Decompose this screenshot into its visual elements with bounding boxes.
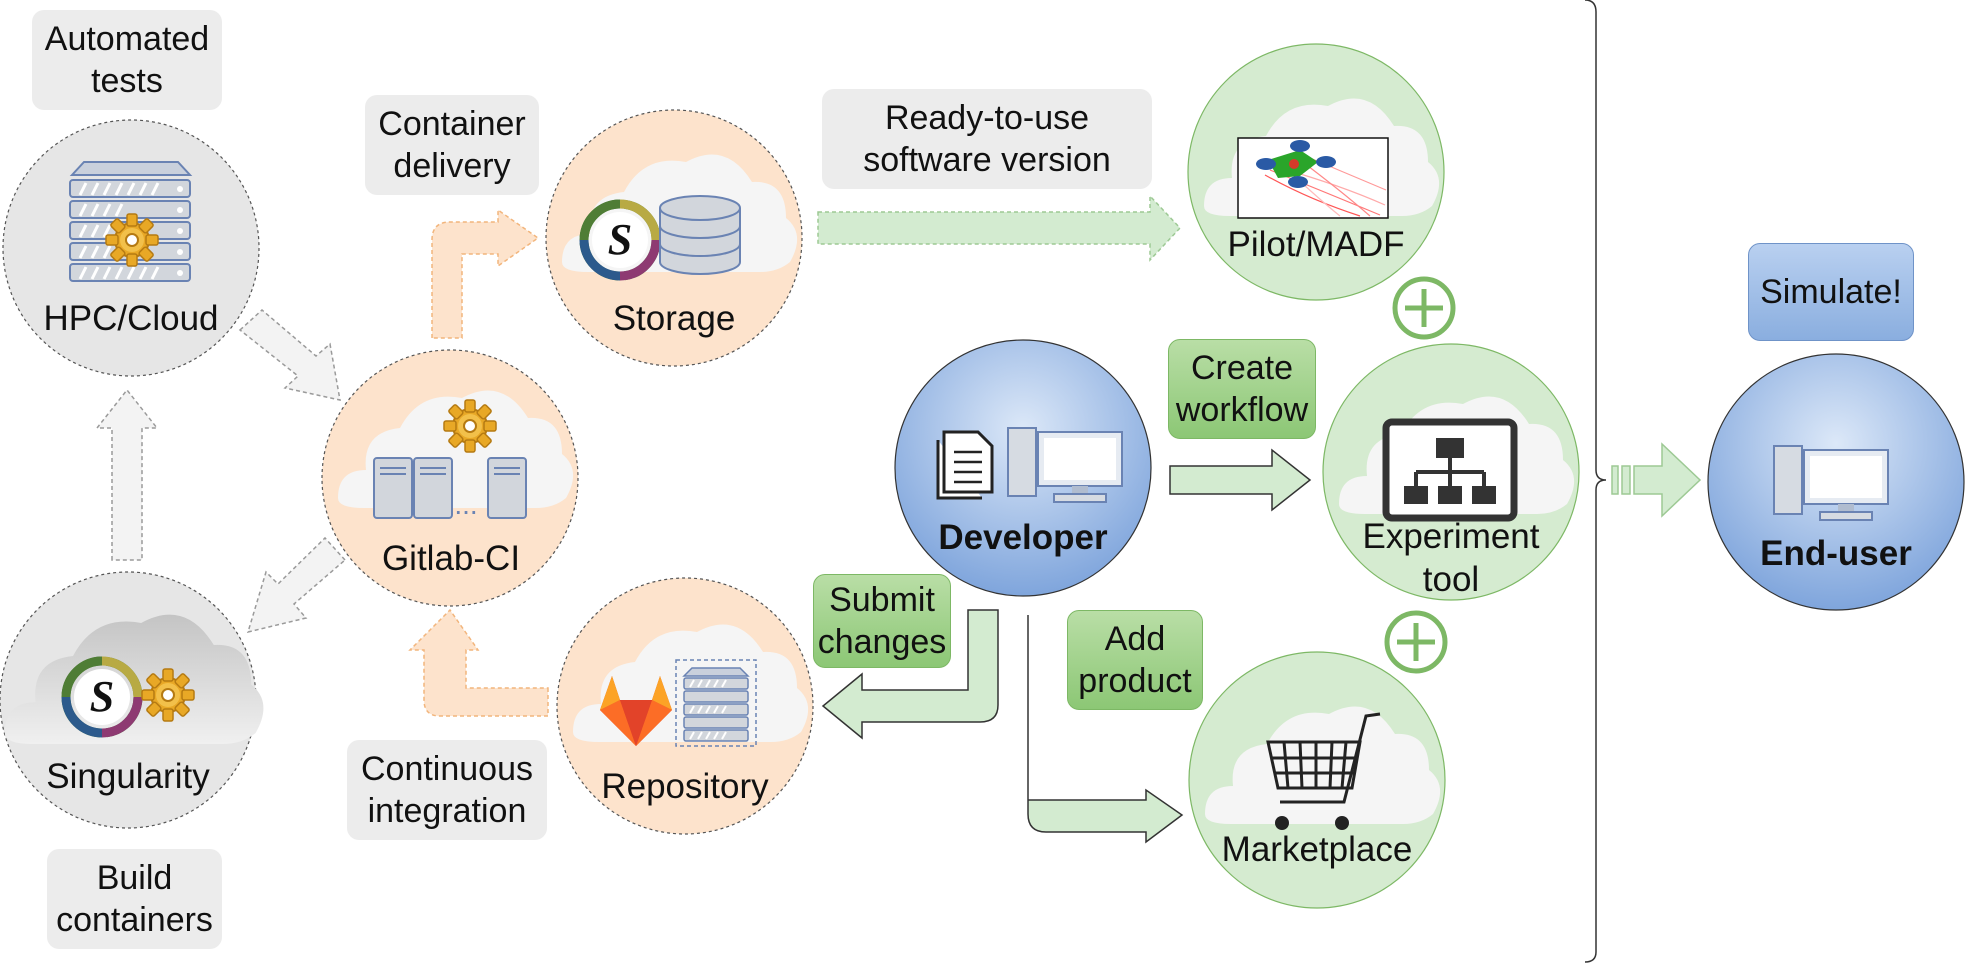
marketplace-label: Marketplace <box>1221 830 1413 869</box>
right-bracket <box>1584 0 1607 963</box>
plus-icon <box>1384 610 1448 674</box>
note-container-delivery: Container delivery <box>365 95 539 195</box>
hpc-cloud-label: HPC/Cloud <box>43 299 219 338</box>
arrow-gitlab-to-singularity <box>246 536 347 634</box>
arrow-repository-to-gitlab <box>408 608 549 717</box>
note-ready-to-use: Ready-to-use software version <box>822 89 1152 189</box>
developer-label: Developer <box>938 518 1108 557</box>
note-line: changes <box>817 623 947 661</box>
singularity-logo-icon <box>66 661 138 733</box>
note-build-containers: Build containers <box>47 849 222 949</box>
singularity-node <box>0 571 264 829</box>
gitlab-ci-label: Gitlab-CI <box>381 539 521 578</box>
note-line: Continuous <box>360 749 533 788</box>
note-line: tests <box>91 62 163 100</box>
note-line: delivery <box>393 147 511 185</box>
note-line: Ready-to-use <box>884 98 1090 137</box>
developer-node <box>894 339 1152 597</box>
storage-label: Storage <box>612 299 736 338</box>
note-line: containers <box>56 901 213 939</box>
marketplace-node <box>1188 651 1446 909</box>
simulation-image-icon <box>1237 137 1389 219</box>
experiment-tool-label-line2: tool <box>1422 559 1480 599</box>
note-line: integration <box>367 792 527 830</box>
storage-node <box>545 109 803 367</box>
servers-icon <box>373 457 527 519</box>
gitlab-fox-icon <box>600 676 672 746</box>
note-line: workflow <box>1175 391 1309 429</box>
note-line: Container <box>378 104 526 143</box>
end-user-label: End-user <box>1760 534 1912 573</box>
note-line: software version <box>863 141 1111 179</box>
note-add-product: Add product <box>1067 610 1203 710</box>
note-create-workflow: Create workflow <box>1168 339 1316 439</box>
hpc-cloud-node <box>2 119 260 377</box>
note-line: Automated <box>44 19 210 58</box>
arrow-to-enduser <box>1611 442 1702 518</box>
note-line: Create <box>1190 348 1294 387</box>
singularity-label: Singularity <box>46 757 210 796</box>
repository-node <box>556 577 814 835</box>
pilot-madf-label: Pilot/MADF <box>1227 225 1405 264</box>
singularity-logo-icon <box>584 204 656 276</box>
arrow-storage-to-pilot <box>817 194 1182 262</box>
arrow-developer-to-experiment <box>1169 448 1312 512</box>
note-automated-tests: Automated tests <box>32 10 222 110</box>
arrow-singularity-to-hpc <box>95 388 159 561</box>
arrow-developer-to-repository <box>821 609 999 740</box>
note-simulate: Simulate! <box>1748 243 1914 341</box>
end-user-node <box>1707 353 1965 611</box>
documents-icon <box>936 430 994 500</box>
note-line: Build <box>96 858 173 897</box>
experiment-tool-node <box>1322 343 1580 601</box>
database-icon <box>659 195 741 275</box>
shopping-cart-icon <box>1266 712 1381 804</box>
server-stack-icon <box>675 659 757 747</box>
gear-icon <box>443 399 497 453</box>
arrow-gitlab-to-storage <box>431 208 540 339</box>
arrow-developer-to-marketplace <box>1027 615 1184 844</box>
experiment-tool-label: Experiment tool <box>1351 516 1551 601</box>
hierarchy-icon <box>1382 418 1518 522</box>
note-line: Add <box>1104 619 1166 658</box>
pilot-madf-node <box>1187 43 1445 301</box>
experiment-tool-label-line1: Experiment <box>1362 517 1540 556</box>
plus-icon <box>1392 276 1456 340</box>
arrow-hpc-to-gitlab <box>238 309 341 401</box>
note-line: Simulate! <box>1760 272 1902 311</box>
repository-label: Repository <box>601 767 769 806</box>
server-rack-icon <box>69 161 193 282</box>
ellipsis-icon: ... <box>454 489 477 520</box>
note-continuous-integration: Continuous integration <box>347 740 547 840</box>
note-submit-changes: Submit changes <box>813 574 951 668</box>
gear-icon <box>141 668 195 722</box>
note-line: Submit <box>829 580 935 619</box>
gitlab-ci-node: ... <box>321 349 579 607</box>
note-line: product <box>1078 662 1192 700</box>
